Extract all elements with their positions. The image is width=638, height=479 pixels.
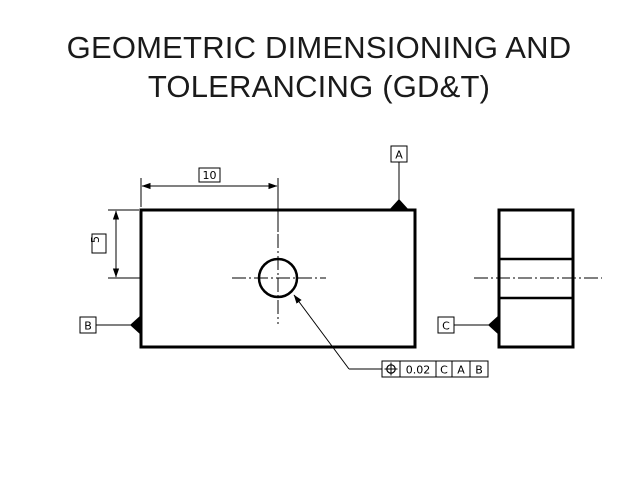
datum-a-label: A [395,149,403,162]
dimension-vertical-label: 5 [89,236,102,243]
fcf-leader-diagonal [293,294,350,370]
dimension-box-horizontal [198,167,221,183]
fcf-datum-3: B [475,364,483,377]
title-line-2: TOLERANCING (GD&T) [147,69,491,104]
title-line-1: GEOMETRIC DIMENSIONING AND [66,30,572,65]
datum-c-label: C [442,320,450,333]
slide-title: GEOMETRIC DIMENSIONING AND TOLERANCING (… [0,28,638,106]
dimension-box-vertical [91,233,107,254]
datum-b-label: B [84,320,92,333]
dimension-horizontal-label: 10 [203,169,217,182]
position-icon [384,362,398,376]
fcf-datum-1: C [440,364,448,377]
datum-c-triangle [488,315,499,335]
fcf-datum-2: A [457,364,465,377]
fcf-tolerance: 0.02 [406,364,431,377]
datum-a-triangle [389,199,409,210]
datum-b-triangle [130,315,141,335]
feature-control-frame [381,360,489,378]
